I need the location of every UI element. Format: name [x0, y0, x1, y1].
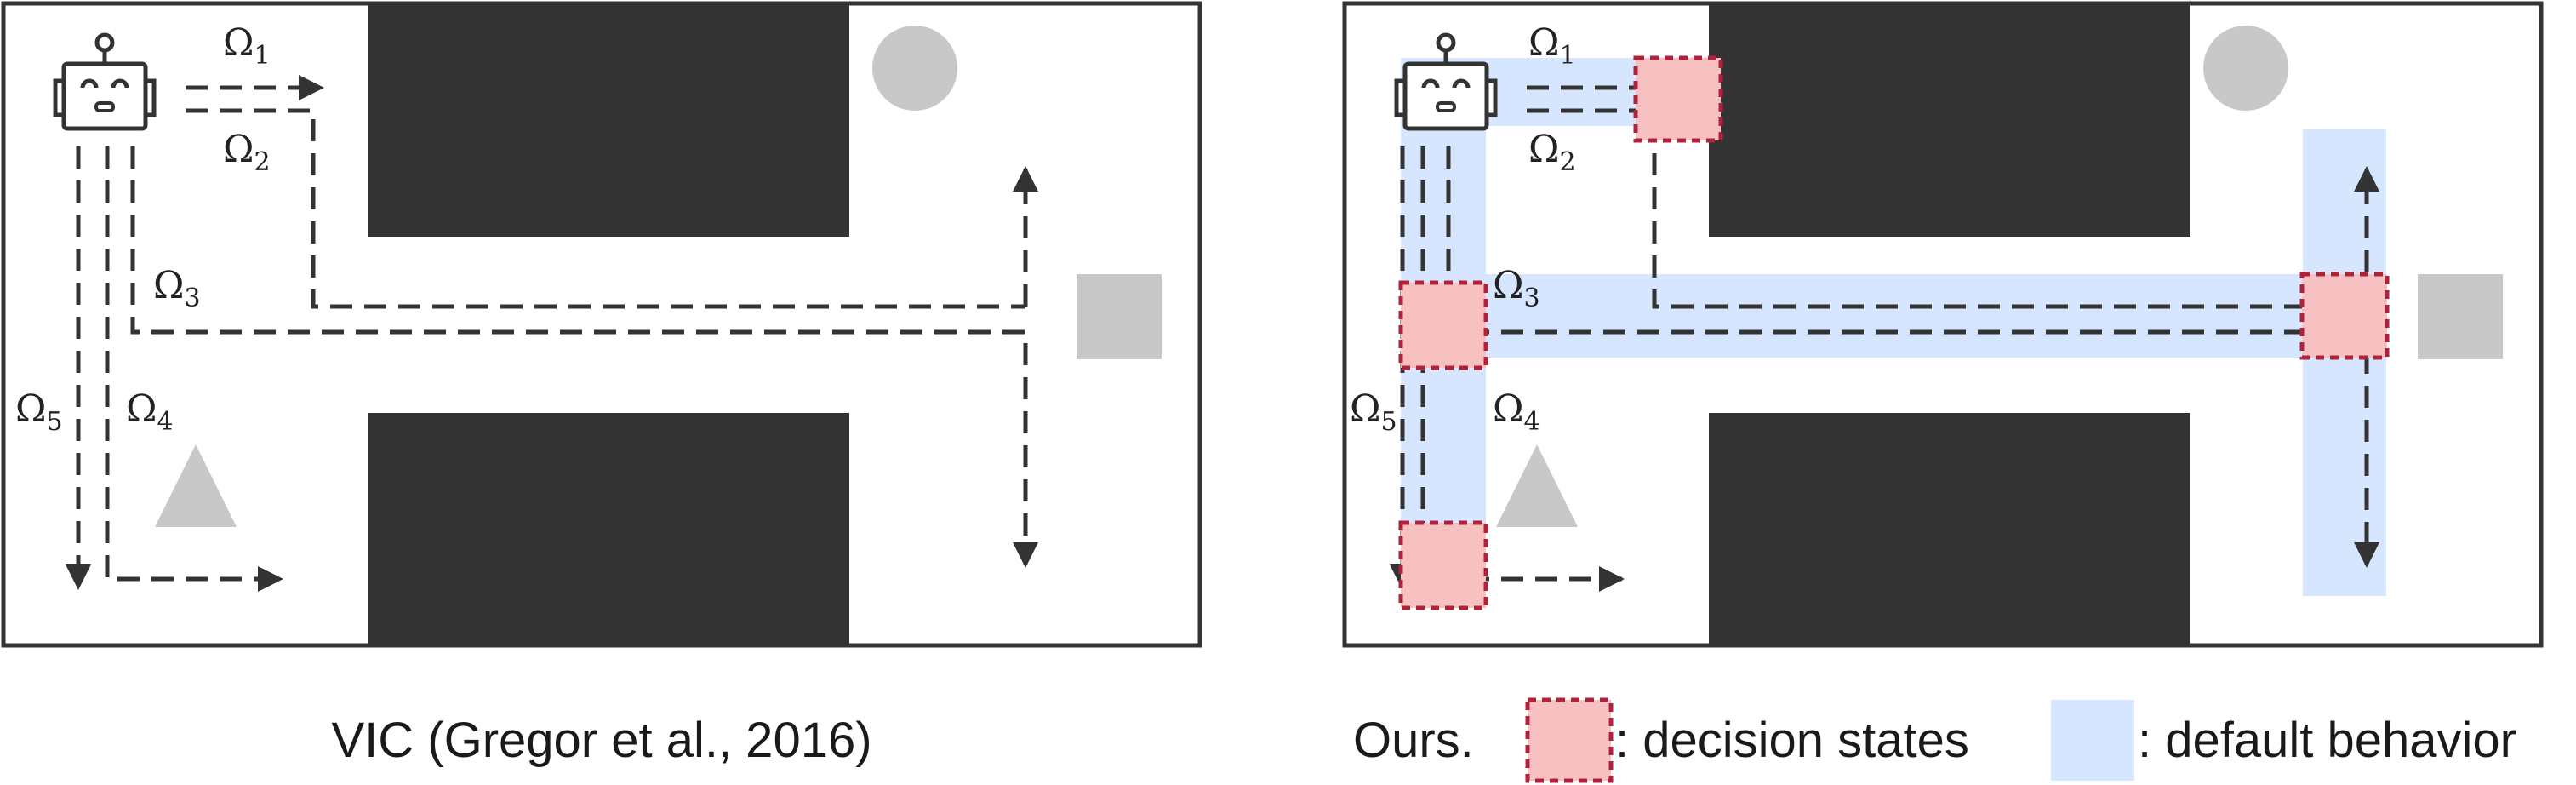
- option-label-5: Ω5: [1350, 387, 1397, 437]
- panel-vic: Ω1 Ω2 Ω3 Ω4 Ω5: [1, 1, 1202, 648]
- option-label-1: Ω1: [223, 21, 271, 71]
- path-option-2: [1527, 108, 2367, 309]
- panel-ours: Ω1 Ω2 Ω3 Ω4 Ω5: [1342, 1, 2544, 648]
- default-region-middle-corridor: [1486, 274, 2383, 358]
- decision-state-bottom: [1398, 520, 1488, 610]
- caption-vic: VIC (Gregor et al., 2016): [331, 713, 871, 768]
- option-label-2: Ω2: [1528, 128, 1576, 177]
- legend-default-swatch: [2051, 700, 2134, 781]
- goal-circle: [2203, 26, 2288, 111]
- decision-states: [1398, 55, 2390, 610]
- goal-square: [1077, 274, 1162, 359]
- option-label-3: Ω3: [153, 264, 201, 313]
- path-option-3: [130, 146, 1038, 568]
- option-paths: [66, 75, 1038, 592]
- legend-decision-label: : decision states: [1615, 713, 1969, 768]
- option-label-2: Ω2: [223, 128, 271, 177]
- option-label-4: Ω4: [1493, 387, 1540, 437]
- option-label-1: Ω1: [1528, 21, 1576, 71]
- decision-state-top: [1633, 55, 1723, 143]
- goal-triangle: [1496, 444, 1578, 527]
- legend-default-label: : default behavior: [2138, 713, 2516, 768]
- default-region-right-corridor: [2303, 129, 2386, 596]
- wall-bottom: [1709, 413, 2190, 645]
- wall-top: [1709, 3, 2190, 237]
- option-label-5: Ω5: [15, 387, 63, 437]
- path-option-2: [186, 108, 1025, 309]
- wall-bottom: [368, 413, 849, 645]
- goal-square: [2418, 274, 2503, 359]
- decision-state-left-junction: [1398, 280, 1488, 370]
- decision-state-right-junction: [2299, 272, 2390, 360]
- goal-triangle: [155, 444, 237, 527]
- goal-circle: [872, 26, 957, 111]
- default-behavior-regions: [1401, 58, 2386, 606]
- legend-decision-swatch: [1525, 697, 1614, 783]
- wall-top: [368, 3, 849, 237]
- path-option-4: [105, 146, 283, 592]
- option-label-4: Ω4: [126, 387, 174, 437]
- option-label-3: Ω3: [1493, 264, 1540, 313]
- caption-ours: Ours.: [1353, 713, 1474, 768]
